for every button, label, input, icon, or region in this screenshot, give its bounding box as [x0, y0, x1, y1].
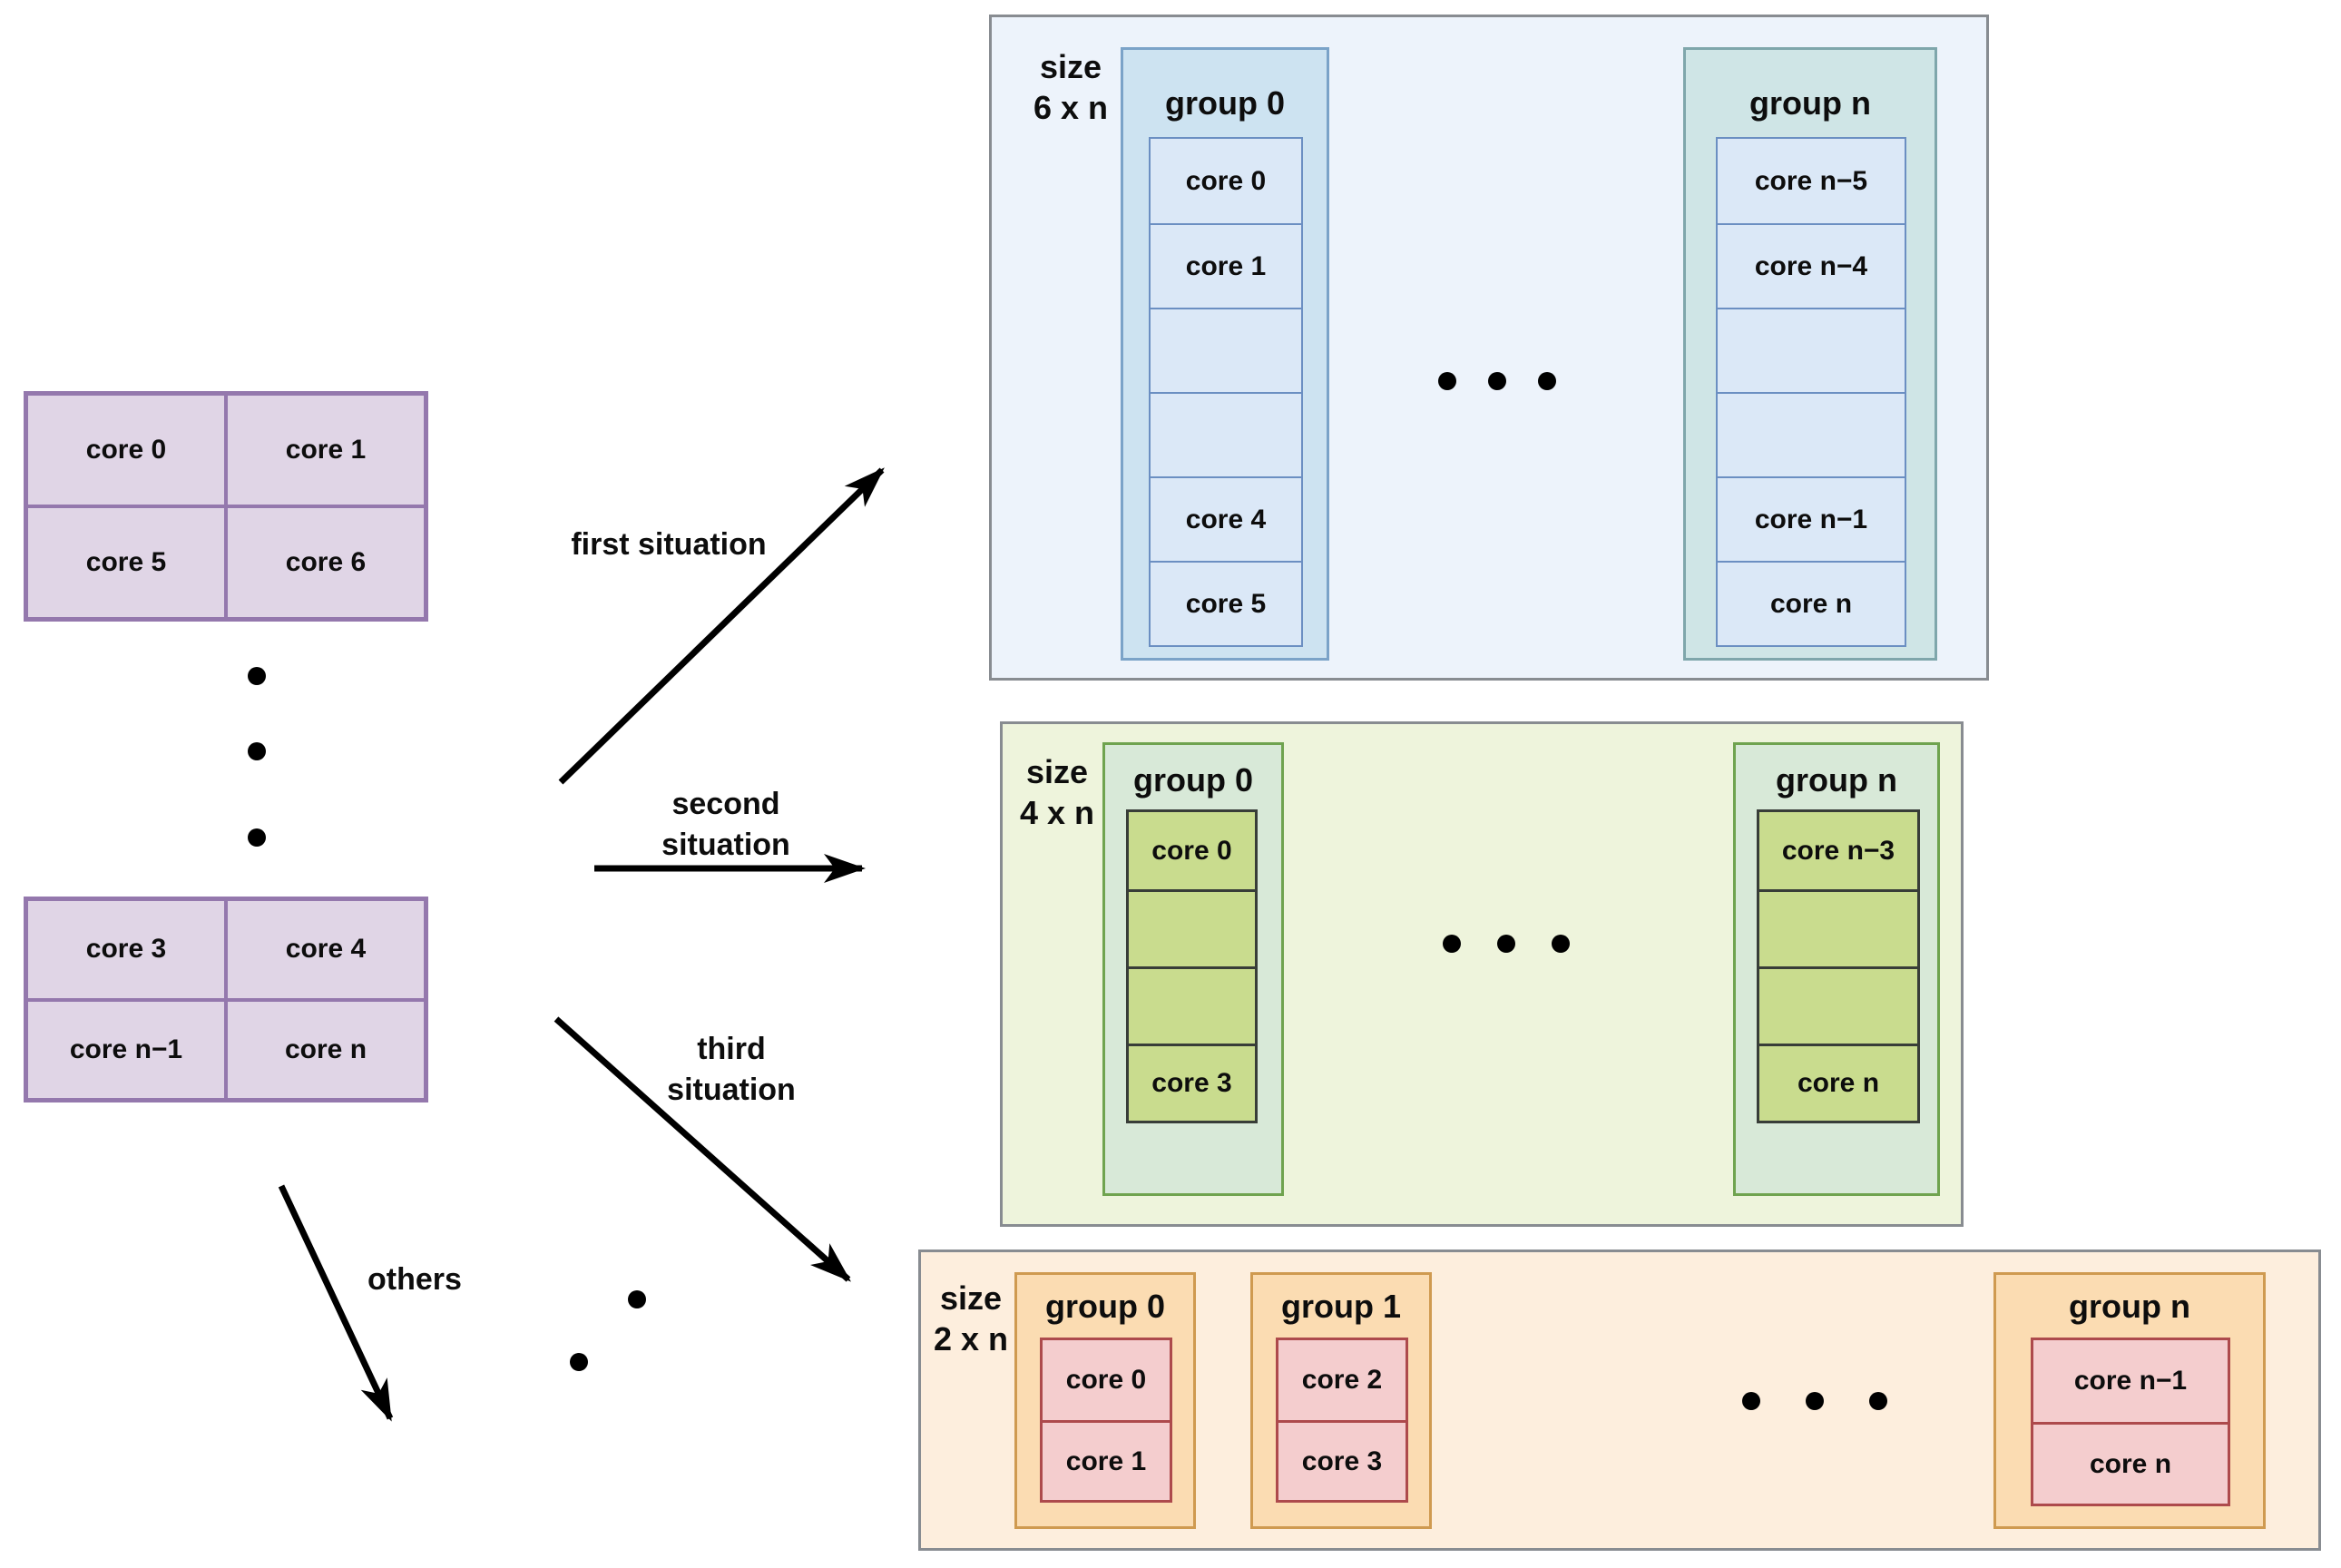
green-group-n-cells: core n−3 core n — [1757, 809, 1920, 1123]
green-group-0: group 0 core 0 core 3 — [1102, 742, 1284, 1196]
orange-group-n: group n core n−1 core n — [1993, 1272, 2266, 1529]
core-cell: core 5 — [26, 506, 226, 619]
source-grid-top: core 0 core 1 core 5 core 6 — [24, 391, 428, 622]
core-cell: core n — [2033, 1422, 2228, 1504]
source-grid-bottom: core 3 core 4 core n−1 core n — [24, 897, 428, 1102]
core-cell: core 4 — [226, 899, 426, 1000]
core-cell: core n — [1718, 561, 1905, 645]
size-label-line2: 2 x n — [933, 1320, 1009, 1357]
core-cell: core n — [226, 999, 426, 1100]
core-cell: core n — [1759, 1044, 1917, 1121]
blue-group-n: group n core n−5 core n−4 core n−1 core … — [1683, 47, 1937, 661]
core-cell — [1129, 966, 1255, 1044]
core-cell: core 2 — [1278, 1340, 1406, 1420]
size-label-line1: size — [1025, 753, 1089, 790]
blue-group-n-title: group n — [1749, 84, 1871, 122]
orange-group-1-cells: core 2 core 3 — [1276, 1338, 1408, 1503]
core-cell — [1151, 392, 1301, 476]
third-situation-label-line1: third — [697, 1032, 766, 1066]
size-label-line2: 4 x n — [1019, 794, 1095, 831]
core-cell — [1759, 966, 1917, 1044]
others-label: others — [367, 1262, 462, 1297]
core-cell — [1759, 889, 1917, 966]
core-cell: core n−5 — [1718, 139, 1905, 223]
blue-group-0: group 0 core 0 core 1 core 4 core 5 — [1121, 47, 1329, 661]
core-cell: core 5 — [1151, 561, 1301, 645]
core-cell: core 3 — [1129, 1044, 1255, 1121]
panel-size-2xn: size 2 x n group 0 core 0 core 1 group 1… — [918, 1250, 2321, 1551]
core-cell: core 1 — [1043, 1420, 1170, 1500]
blue-group-n-cells: core n−5 core n−4 core n−1 core n — [1716, 137, 1906, 647]
orange-group-n-cells: core n−1 core n — [2031, 1338, 2230, 1506]
core-cell: core 0 — [1151, 139, 1301, 223]
green-group-n: group n core n−3 core n — [1733, 742, 1940, 1196]
orange-group-0-title: group 0 — [1045, 1288, 1165, 1325]
orange-group-1-title: group 1 — [1281, 1288, 1401, 1325]
core-cell: core 0 — [26, 394, 226, 506]
panel-blue-size-label: size 6 x n — [1003, 46, 1139, 128]
core-cell: core 1 — [1151, 223, 1301, 308]
green-group-0-cells: core 0 core 3 — [1126, 809, 1258, 1123]
panel-orange-size-label: size 2 x n — [921, 1278, 1021, 1359]
first-situation-label: first situation — [571, 527, 767, 562]
vertical-ellipsis-dots — [248, 667, 266, 847]
second-situation-label-line1: second — [671, 787, 780, 821]
core-cell: core 3 — [1278, 1420, 1406, 1500]
orange-group-0-cells: core 0 core 1 — [1040, 1338, 1172, 1503]
size-label-line1: size — [939, 1279, 1003, 1317]
others-ellipsis-dots — [570, 1290, 646, 1371]
core-cell: core n−1 — [2033, 1340, 2228, 1422]
green-group-0-title: group 0 — [1133, 761, 1253, 799]
core-cell: core n−4 — [1718, 223, 1905, 308]
core-cell: core 6 — [226, 506, 426, 619]
panel-green-size-label: size 4 x n — [1003, 751, 1112, 833]
second-situation-label-line2: situation — [661, 828, 790, 862]
core-cell: core 0 — [1129, 812, 1255, 889]
others-arrow — [278, 1184, 394, 1422]
core-cell: core 1 — [226, 394, 426, 506]
size-label-line1: size — [1039, 48, 1102, 85]
orange-group-0: group 0 core 0 core 1 — [1014, 1272, 1196, 1529]
blue-group-0-title: group 0 — [1165, 84, 1285, 122]
core-cell — [1718, 392, 1905, 476]
size-label-line2: 6 x n — [1033, 89, 1109, 126]
orange-group-n-title: group n — [2069, 1288, 2190, 1325]
core-cell: core 0 — [1043, 1340, 1170, 1420]
core-cell: core 4 — [1151, 476, 1301, 561]
third-situation-label: third situation — [595, 1029, 867, 1111]
orange-group-1: group 1 core 2 core 3 — [1250, 1272, 1432, 1529]
core-cell: core n−1 — [1718, 476, 1905, 561]
third-situation-label-line2: situation — [667, 1073, 796, 1107]
core-cell — [1151, 308, 1301, 392]
first-situation-arrow — [558, 467, 885, 785]
core-cell — [1718, 308, 1905, 392]
blue-group-0-cells: core 0 core 1 core 4 core 5 — [1149, 137, 1303, 647]
core-cell: core n−3 — [1759, 812, 1917, 889]
green-group-n-title: group n — [1776, 761, 1897, 799]
core-cell: core 3 — [26, 899, 226, 1000]
core-cell: core n−1 — [26, 999, 226, 1100]
second-situation-label: second situation — [590, 784, 862, 866]
panel-size-6xn: size 6 x n group 0 core 0 core 1 core 4 … — [989, 15, 1989, 681]
core-cell — [1129, 889, 1255, 966]
panel-size-4xn: size 4 x n group 0 core 0 core 3 group n… — [1000, 721, 1964, 1227]
